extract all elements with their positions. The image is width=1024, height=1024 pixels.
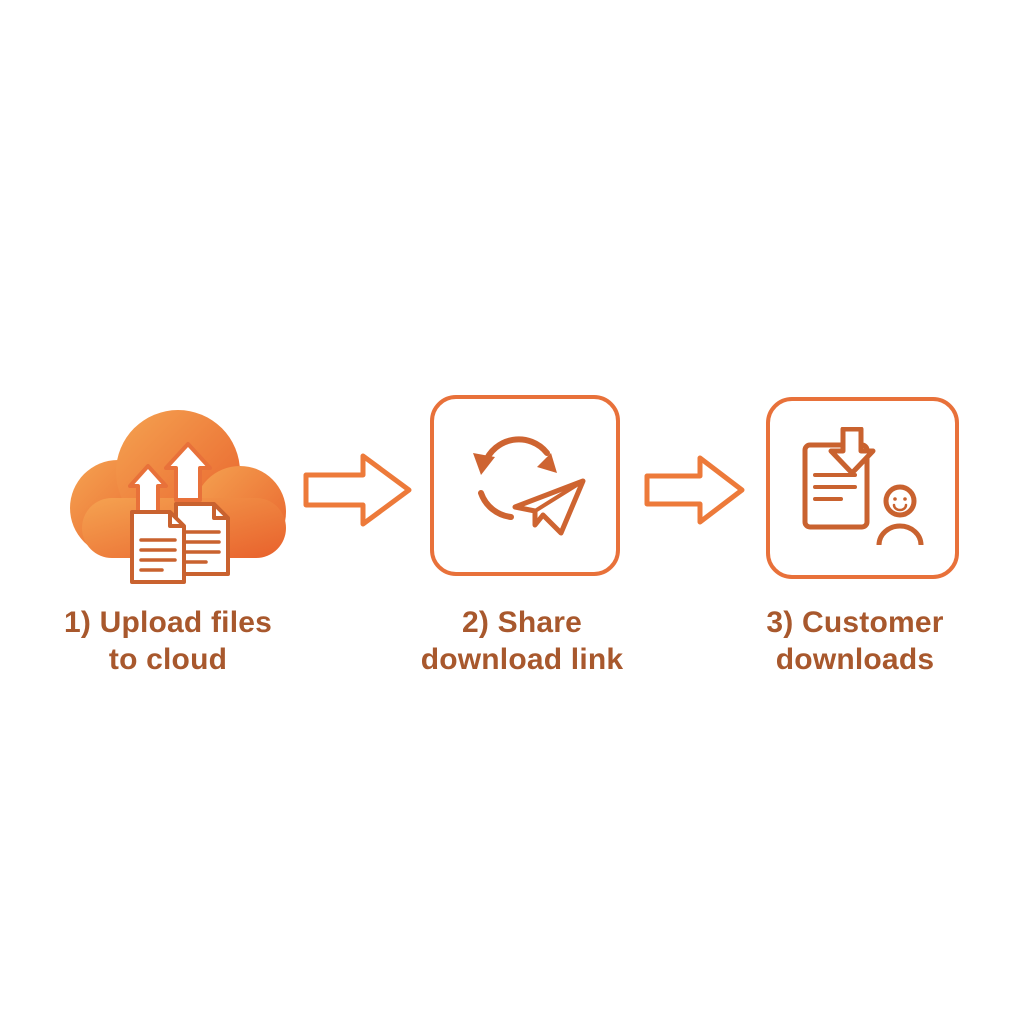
download-arrow-icon (828, 427, 875, 476)
person-icon (876, 484, 923, 546)
step-1 (56, 396, 298, 588)
step-1-label-line1: 1) Upload files (63, 606, 273, 639)
step-3 (766, 397, 959, 579)
paper-plane-icon (512, 478, 586, 535)
step-2-label-line2: download link (420, 643, 624, 676)
step-2 (430, 395, 620, 576)
right-arrow-icon (644, 455, 745, 525)
documents-icon (130, 502, 230, 584)
sync-arrowheads (473, 452, 557, 475)
customer-download-icon (802, 427, 923, 546)
connector-2 (644, 453, 746, 527)
right-arrow-icon (303, 453, 412, 527)
step-3-label-line1: 3) Customer (766, 606, 944, 639)
step-3-label: 3) Customer downloads (685, 604, 1024, 678)
upload-arrows-icon (128, 442, 212, 514)
step-2-label-line1: 2) Share (462, 606, 582, 639)
step-2-label: 2) Share download link (352, 604, 692, 678)
share-link-icon (473, 435, 586, 535)
sync-arrows-icon (478, 435, 550, 520)
connector-1 (303, 451, 413, 529)
step-3-label-line2: downloads (775, 643, 935, 676)
cloud-upload-icon (70, 410, 286, 584)
step-1-label: 1) Upload files to cloud (0, 604, 338, 678)
step-1-label-line2: to cloud (108, 643, 228, 676)
